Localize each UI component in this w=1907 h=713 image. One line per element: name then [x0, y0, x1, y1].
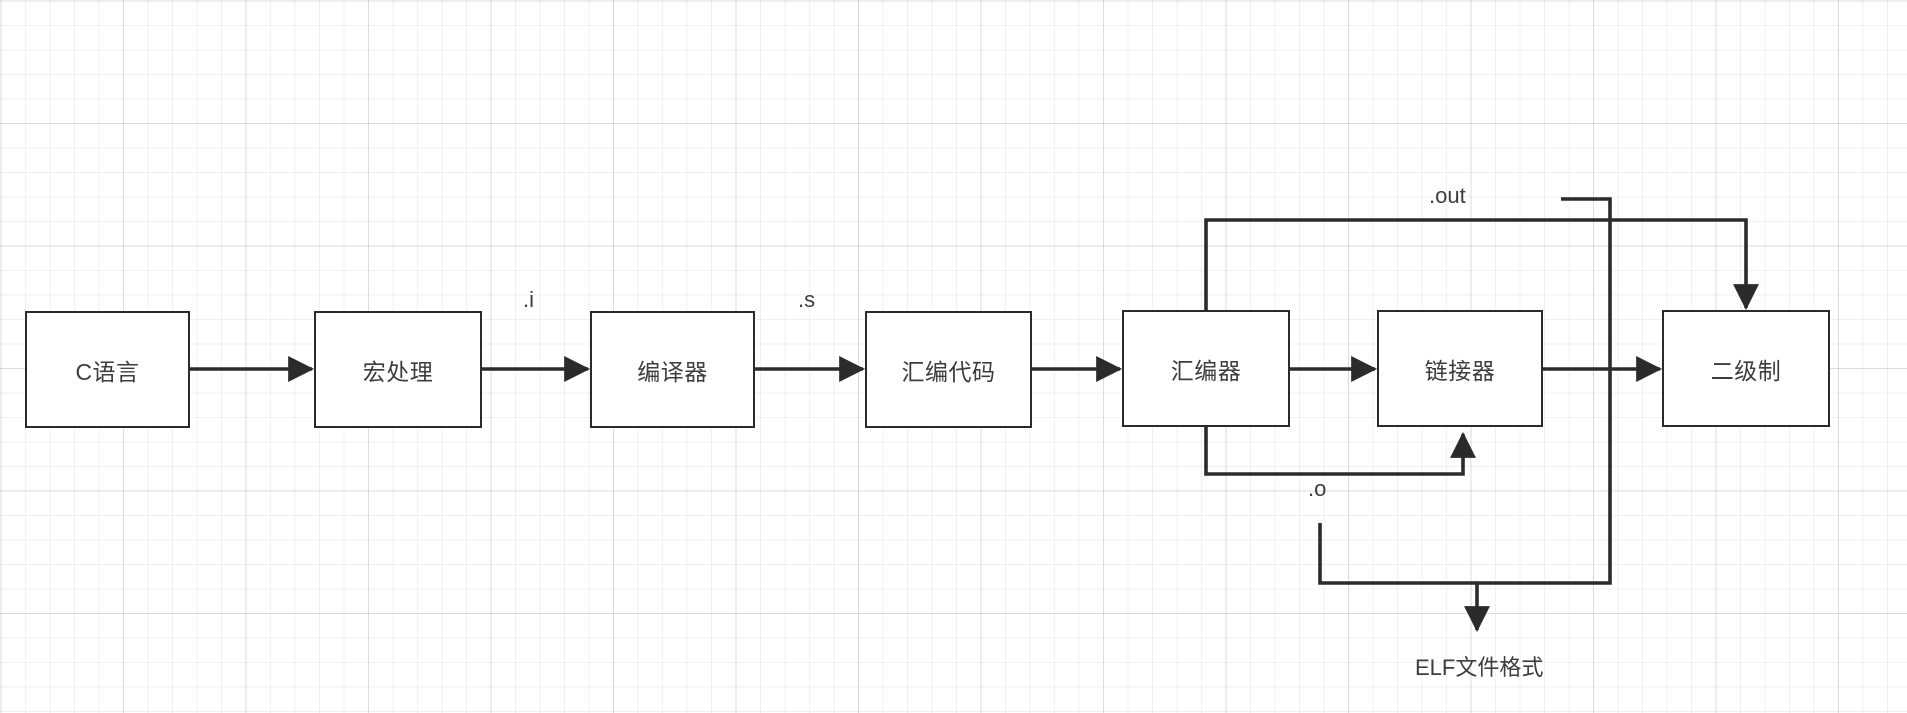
edge-label-dot-i-text: .i — [523, 287, 534, 312]
edge-label-dot-o: .o — [1308, 476, 1326, 502]
edge-label-elf-format: ELF文件格式 — [1415, 650, 1543, 682]
connector-assembler-to-binary-out — [1204, 218, 1759, 311]
edge-label-dot-out-text: .out — [1429, 183, 1466, 208]
node-label-assembly-code: 汇编代码 — [901, 358, 996, 385]
node-label-binary: 二级制 — [1710, 357, 1782, 384]
node-binary[interactable]: 二级制 — [1662, 310, 1830, 427]
edge-label-dot-out: .out — [1429, 183, 1466, 209]
node-assembly-code[interactable]: 汇编代码 — [865, 311, 1032, 428]
edge-label-elf-format-text: ELF文件格式 — [1415, 655, 1544, 680]
edge-label-dot-s: .s — [798, 287, 815, 313]
node-label-assembler: 汇编器 — [1170, 357, 1242, 384]
connector-binary-to-elf — [1464, 197, 1612, 633]
node-preprocessor[interactable]: 宏处理 — [314, 311, 482, 428]
node-label-c-source: C语言 — [75, 358, 140, 385]
node-compiler[interactable]: 编译器 — [590, 311, 755, 428]
edge-label-dot-i: .i — [523, 287, 534, 313]
node-label-compiler: 编译器 — [637, 358, 708, 385]
node-linker[interactable]: 链接器 — [1377, 310, 1543, 427]
node-label-preprocessor: 宏处理 — [362, 358, 434, 385]
node-c-source[interactable]: C语言 — [25, 311, 190, 428]
edge-label-dot-o-text: .o — [1308, 476, 1327, 501]
connector-elf-left-riser — [1318, 523, 1477, 585]
connector-assembler-to-linker-obj — [1204, 427, 1476, 476]
node-label-linker: 链接器 — [1424, 357, 1496, 384]
edge-label-dot-s-text: .s — [798, 287, 816, 312]
node-assembler[interactable]: 汇编器 — [1122, 310, 1290, 427]
